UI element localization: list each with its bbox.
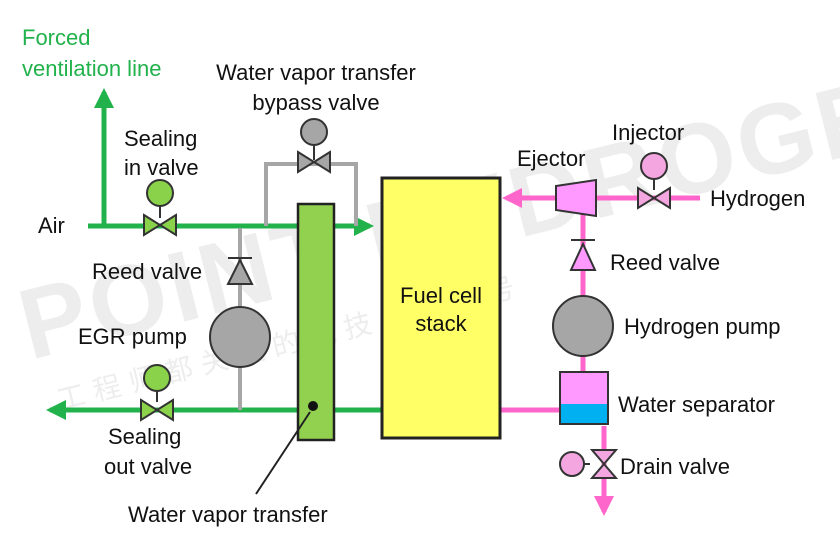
water-vapor-transfer-label: Water vapor transfer bbox=[128, 502, 328, 527]
bypass-valve bbox=[297, 118, 331, 174]
bypass-valve-label-2: bypass valve bbox=[252, 90, 379, 115]
water-separator-label: Water separator bbox=[618, 392, 775, 417]
reed-valve-right-label: Reed valve bbox=[610, 250, 720, 275]
drain-valve-label: Drain valve bbox=[620, 454, 730, 479]
sealing-out-valve bbox=[140, 364, 174, 422]
water-vapor-transfer-dot bbox=[308, 401, 318, 411]
sealing-out-label-2: out valve bbox=[104, 454, 192, 479]
sealing-out-label-1: Sealing bbox=[108, 424, 181, 449]
hydrogen-pump bbox=[552, 295, 614, 357]
water-vapor-transfer bbox=[296, 202, 336, 442]
egr-pump bbox=[209, 306, 271, 368]
water-separator bbox=[559, 371, 609, 425]
egr-pump-label: EGR pump bbox=[78, 324, 187, 349]
sealing-in-label-2: in valve bbox=[124, 155, 199, 180]
bypass-valve-label-1: Water vapor transfer bbox=[216, 60, 416, 85]
labels: Forced ventilation line Water vapor tran… bbox=[22, 25, 805, 527]
drain-valve bbox=[559, 449, 619, 479]
forced-ventilation-label-2: ventilation line bbox=[22, 56, 161, 81]
stack-label-2: stack bbox=[415, 311, 467, 336]
ejector-label: Ejector bbox=[517, 146, 585, 171]
stack-label-1: Fuel cell bbox=[400, 283, 482, 308]
hydrogen-label: Hydrogen bbox=[710, 186, 805, 211]
forced-ventilation-label-1: Forced bbox=[22, 25, 90, 50]
air-label: Air bbox=[38, 213, 65, 238]
injector-label: Injector bbox=[612, 120, 684, 145]
drain-valve-actuator bbox=[559, 451, 585, 477]
reed-valve-right bbox=[569, 239, 597, 271]
bypass-valve-actuator bbox=[300, 118, 328, 146]
fuel-cell-stack bbox=[380, 176, 502, 440]
injector-actuator bbox=[640, 152, 668, 180]
sealing-in-valve-actuator bbox=[146, 179, 174, 207]
sealing-in-label-1: Sealing bbox=[124, 126, 197, 151]
injector bbox=[637, 152, 671, 210]
hydrogen-pump-label: Hydrogen pump bbox=[624, 314, 781, 339]
reed-valve-left-label: Reed valve bbox=[92, 259, 202, 284]
ejector bbox=[555, 178, 597, 218]
sealing-in-valve bbox=[143, 179, 177, 237]
reed-valve-left bbox=[226, 257, 254, 285]
wvt-leader-line bbox=[255, 411, 311, 495]
sealing-out-valve-actuator bbox=[143, 364, 171, 392]
